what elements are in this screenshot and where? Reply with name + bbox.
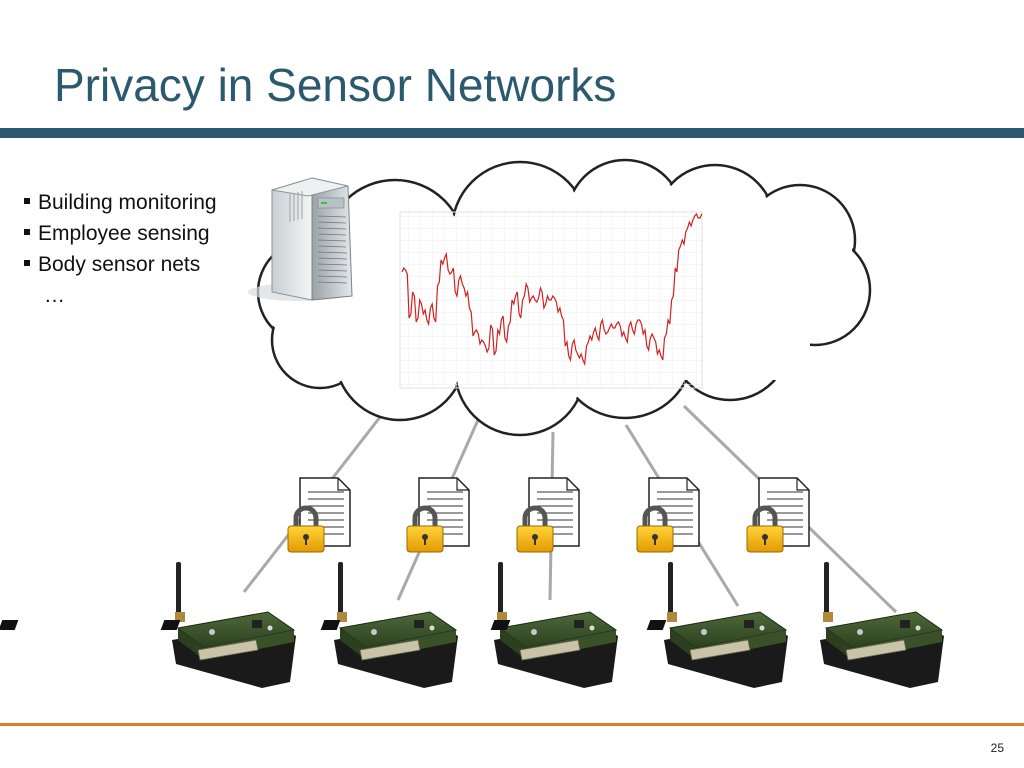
bullet-item: Body sensor nets	[22, 249, 217, 280]
square-bullet-icon	[24, 229, 30, 236]
sensor-board-icon	[0, 562, 296, 688]
padlock-icon	[406, 505, 444, 553]
padlock-icon	[516, 505, 554, 553]
title-divider	[0, 128, 1024, 138]
slide-title: Privacy in Sensor Networks	[54, 59, 617, 111]
bullet-text: Body sensor nets	[38, 253, 201, 276]
bullet-text: Building monitoring	[38, 191, 217, 214]
page-number: 25	[990, 741, 1004, 755]
server-icon	[248, 177, 353, 301]
bullet-ellipsis: …	[44, 284, 65, 307]
bullet-list: Building monitoring Employee sensing Bod…	[22, 187, 217, 311]
bullet-item: Employee sensing	[22, 218, 217, 249]
locked-document	[516, 477, 580, 553]
locked-document	[636, 477, 700, 553]
footer-divider	[0, 723, 1024, 726]
signal-plot	[399, 211, 703, 389]
bullet-text: Employee sensing	[38, 222, 210, 245]
padlock-icon	[636, 505, 674, 553]
locked-document	[287, 477, 351, 553]
square-bullet-icon	[24, 260, 30, 267]
square-bullet-icon	[24, 198, 30, 205]
padlock-icon	[287, 505, 325, 553]
locked-document	[406, 477, 470, 553]
sensor-board-icon	[646, 562, 944, 688]
locked-document	[746, 477, 810, 553]
sensor-board-icon	[160, 562, 458, 688]
sensor-board-icon	[490, 562, 788, 688]
padlock-icon	[746, 505, 784, 553]
bullet-item: Building monitoring	[22, 187, 217, 218]
signal-trace	[401, 212, 703, 367]
sensor-board-icon	[320, 562, 618, 688]
